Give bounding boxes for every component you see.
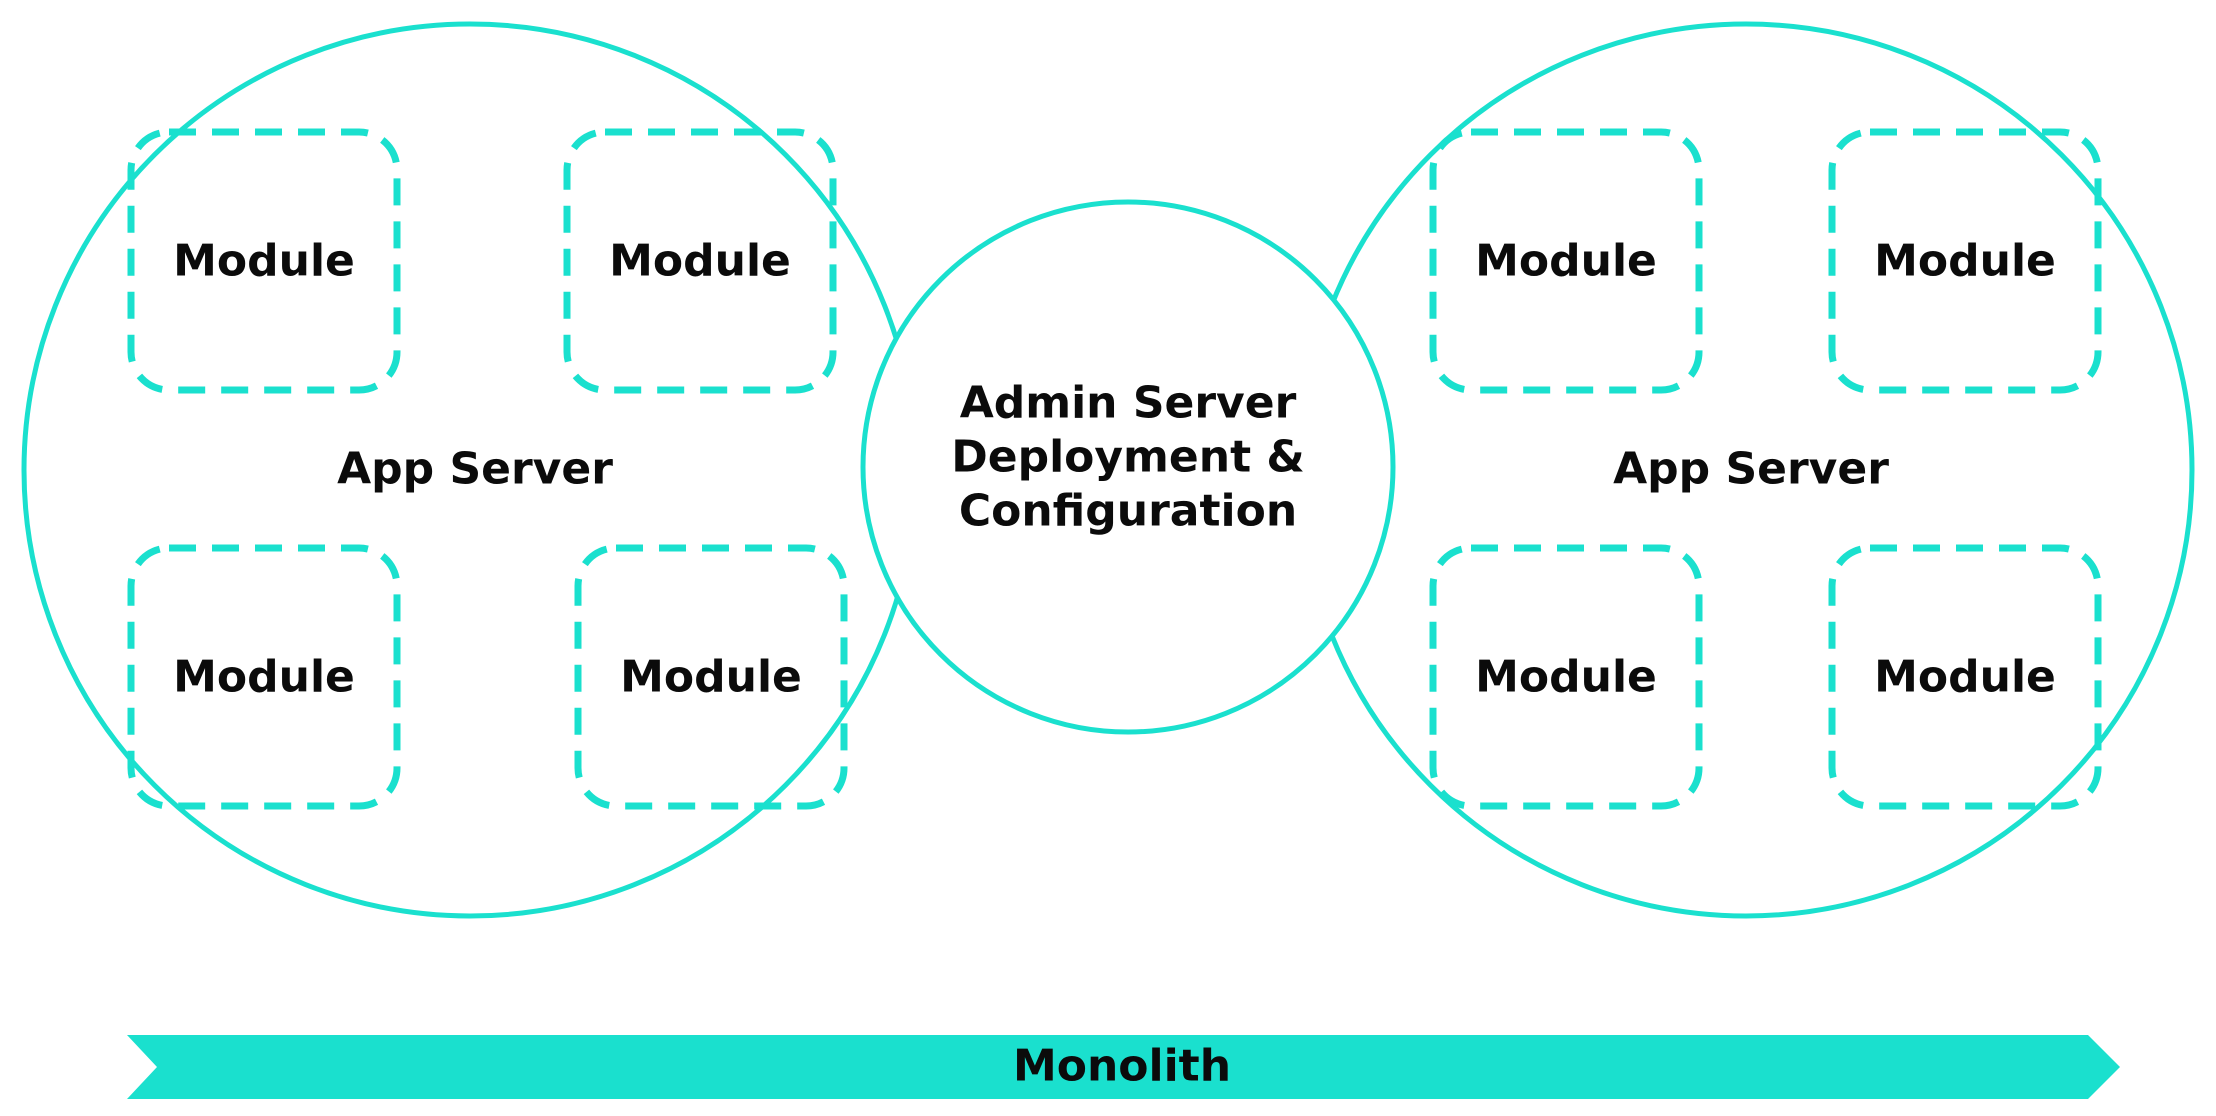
module-box	[1828, 128, 2102, 394]
app-server-cluster-right: Module Module Module Module App Server	[1297, 21, 2195, 919]
monolith-banner: Monolith	[127, 1035, 2120, 1099]
module-label: Module	[1874, 652, 2056, 703]
admin-server-label-line3: Configuration	[959, 486, 1297, 537]
monolith-label: Monolith	[1013, 1041, 1231, 1092]
app-server-label-right: App Server	[1613, 444, 1889, 495]
admin-server-node: Admin Server Deployment & Configuration	[860, 199, 1396, 735]
module-box	[1828, 544, 2102, 810]
module-label: Module	[173, 236, 355, 287]
app-server-cluster-left: Module Module Module Module App Server	[21, 21, 919, 919]
module-label: Module	[609, 236, 791, 287]
module-box	[1429, 128, 1703, 394]
module-box	[574, 544, 848, 810]
module-box	[127, 544, 401, 810]
admin-server-circle	[860, 199, 1396, 735]
module-label: Module	[1475, 652, 1657, 703]
module-box	[127, 128, 401, 394]
module-box	[563, 128, 837, 394]
module-box	[1429, 544, 1703, 810]
module-label: Module	[1874, 236, 2056, 287]
app-server-label-left: App Server	[337, 444, 613, 495]
admin-server-label-line1: Admin Server	[960, 378, 1297, 429]
module-label: Module	[173, 652, 355, 703]
admin-server-label-line2: Deployment &	[951, 432, 1305, 483]
module-label: Module	[1475, 236, 1657, 287]
module-label: Module	[620, 652, 802, 703]
monolith-arrow-shape	[127, 1035, 2120, 1099]
